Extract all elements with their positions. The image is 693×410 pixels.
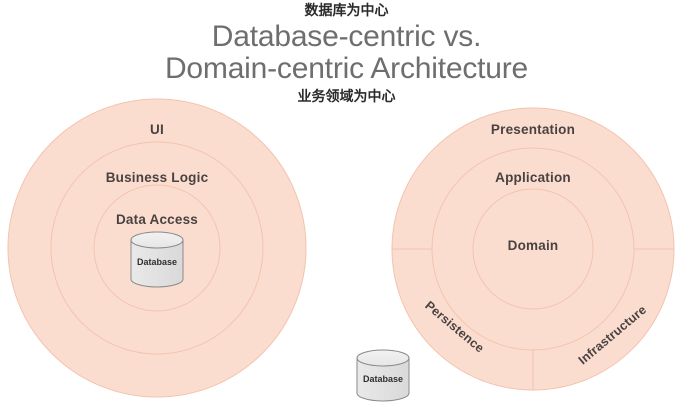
left-label-ui: UI bbox=[150, 122, 164, 137]
cylinder-top bbox=[130, 231, 184, 249]
page-title-line-1: Database-centric vs. bbox=[211, 20, 482, 53]
cylinder-body bbox=[130, 239, 184, 288]
left-database-cylinder: Database bbox=[130, 231, 184, 288]
left-label-data-access: Data Access bbox=[116, 212, 198, 227]
title-annotation-bottom: 业务领域为中心 bbox=[297, 89, 396, 105]
title-block: 数据库为中心 Database-centric vs. Domain-centr… bbox=[0, 0, 693, 106]
page-title-line-2: Domain-centric Architecture bbox=[164, 52, 529, 85]
left-database-label: Database bbox=[137, 257, 177, 267]
external-database-label: Database bbox=[363, 374, 403, 384]
left-architecture-circle: UI Business Logic Data Access Database bbox=[7, 98, 307, 398]
cylinder-top bbox=[356, 349, 410, 367]
cylinder-body bbox=[356, 357, 410, 402]
page-title: Database-centric vs. Domain-centric Arch… bbox=[0, 21, 693, 85]
title-annotation-top: 数据库为中心 bbox=[304, 3, 389, 19]
right-label-domain: Domain bbox=[508, 238, 559, 253]
right-label-presentation: Presentation bbox=[491, 122, 575, 137]
external-database-cylinder: Database bbox=[356, 349, 410, 402]
right-architecture-circle: Presentation Application Domain Persiste… bbox=[391, 107, 675, 391]
right-label-application: Application bbox=[495, 170, 571, 185]
left-label-business-logic: Business Logic bbox=[106, 170, 209, 185]
right-layer-inner-domain bbox=[472, 188, 594, 310]
